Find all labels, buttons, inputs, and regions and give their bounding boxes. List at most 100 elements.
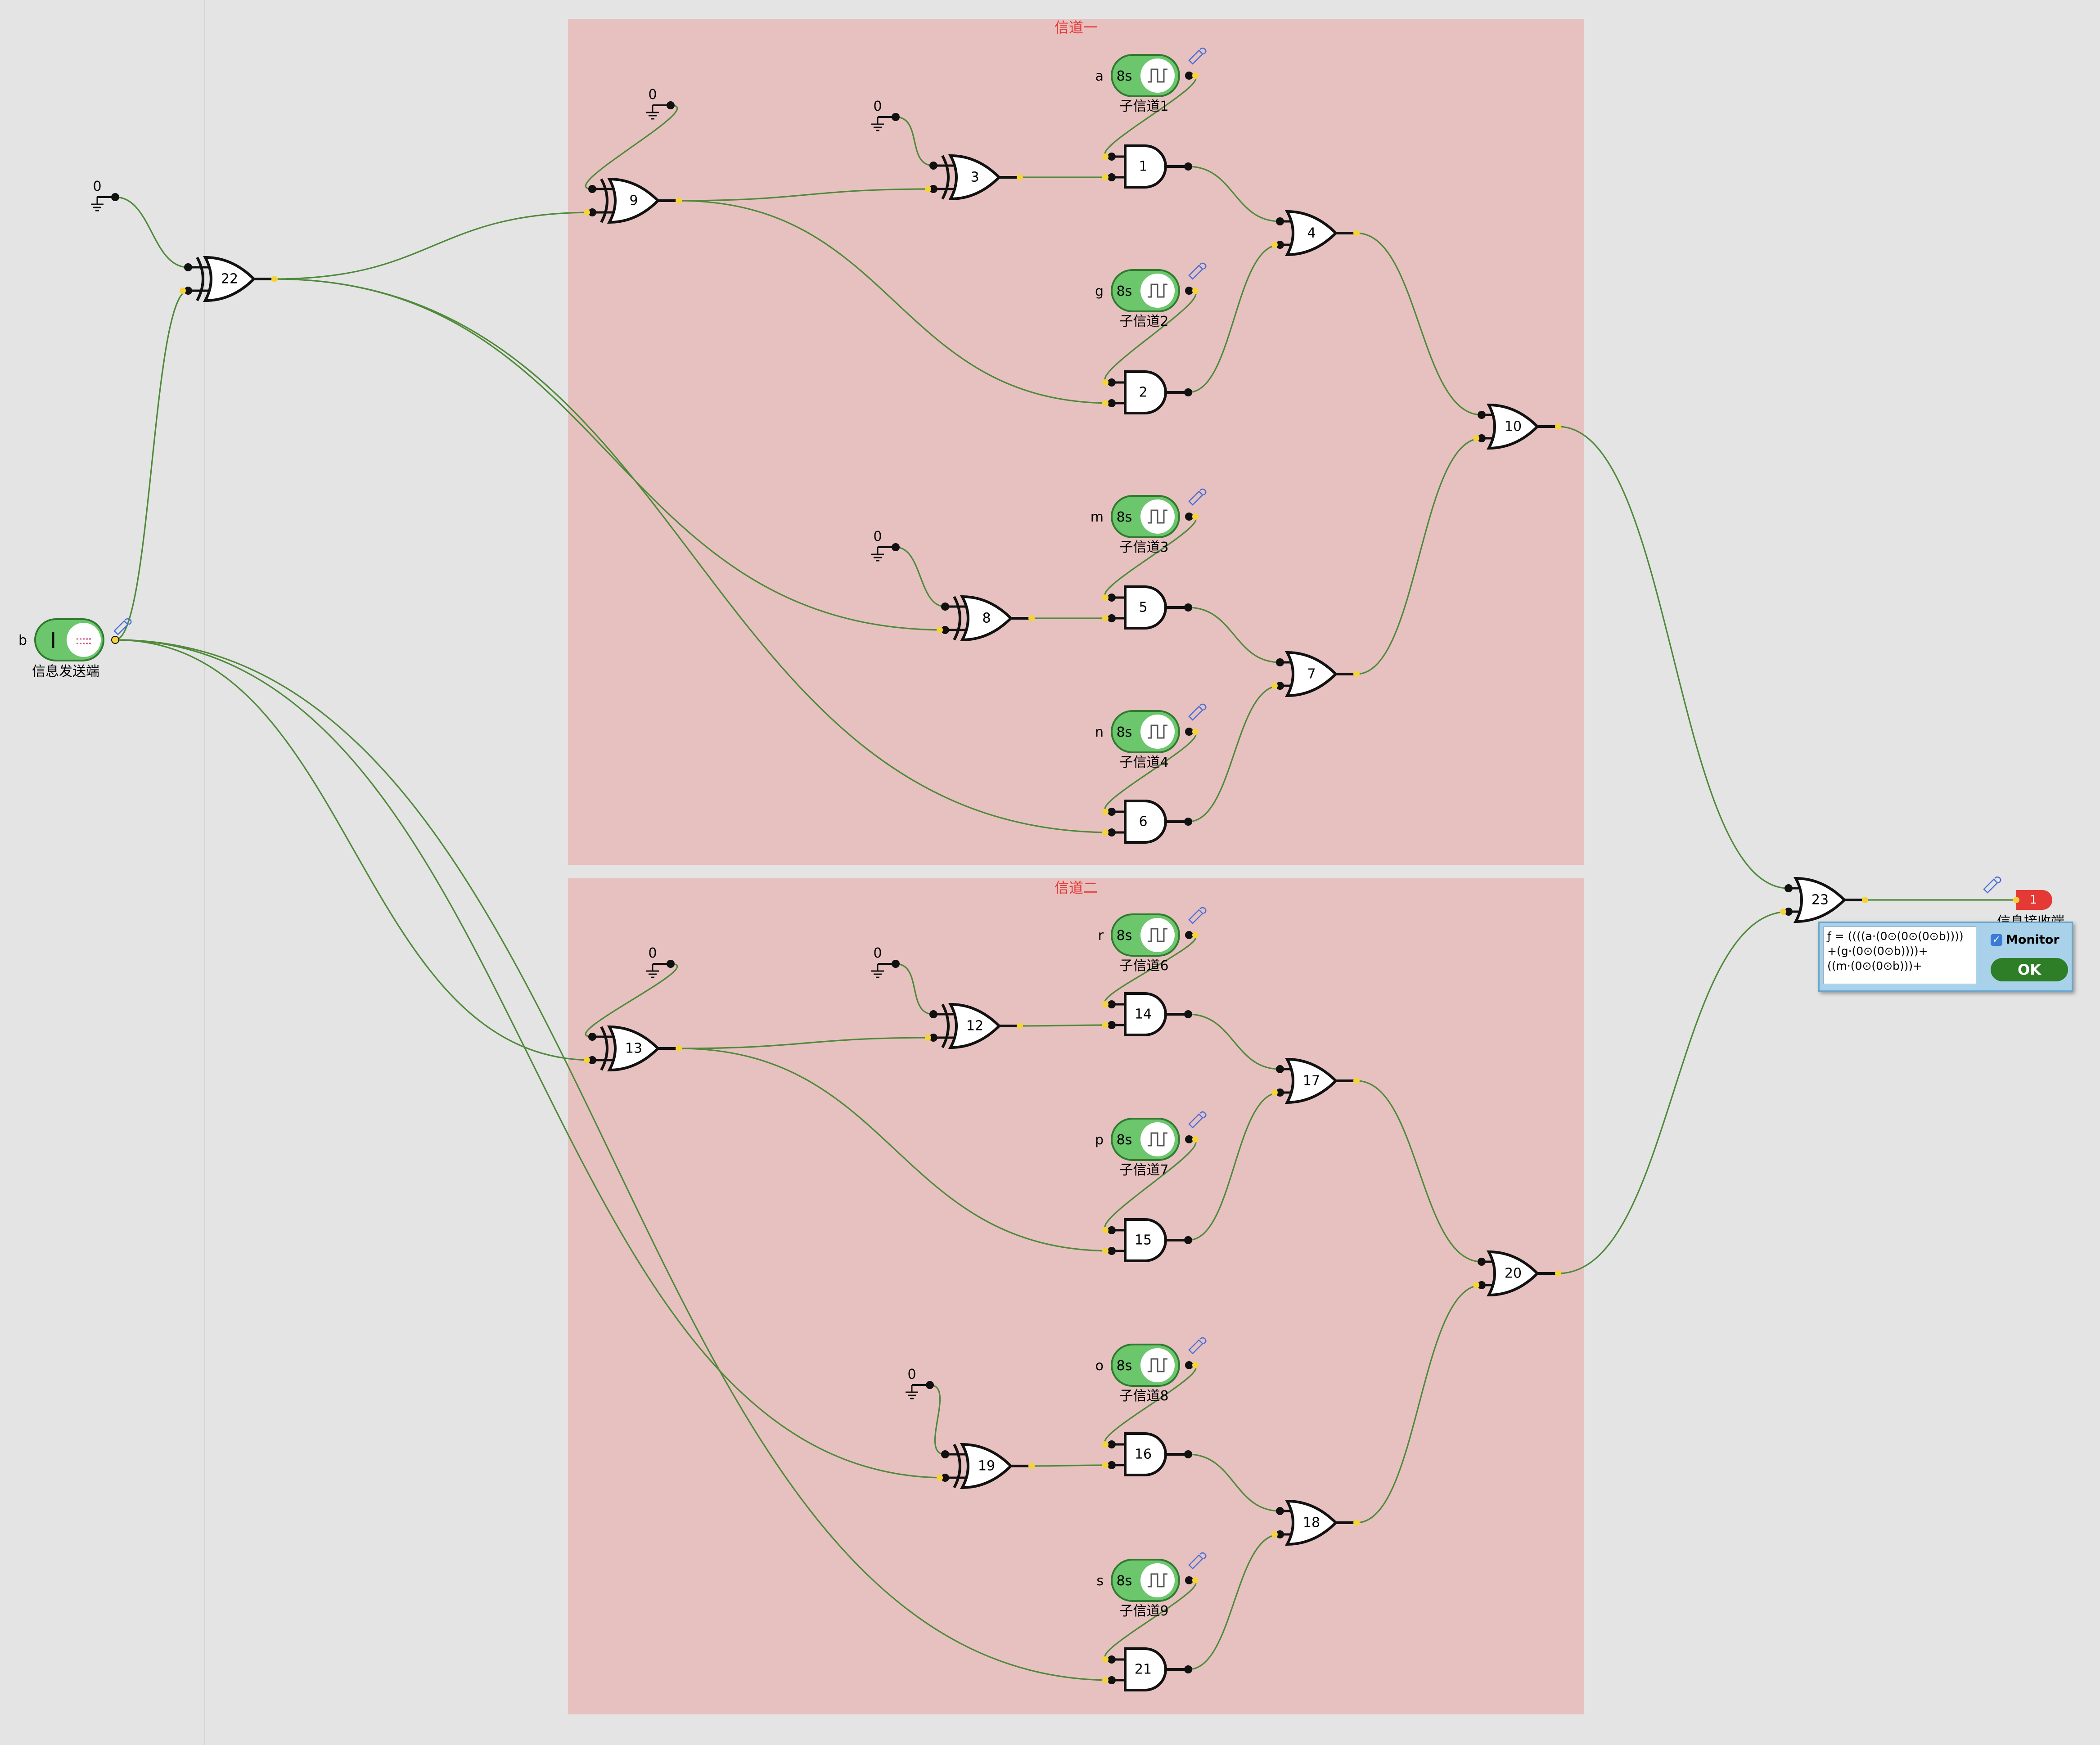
- ground-value: 0: [873, 99, 882, 114]
- clock-name: g: [1095, 283, 1104, 299]
- sender-name: b: [18, 633, 27, 648]
- clock-o[interactable]: 8s o 子信道8: [1095, 1337, 1207, 1404]
- clock-pulse-icon: [1140, 1563, 1175, 1597]
- clock-period: 8s: [1117, 1132, 1132, 1148]
- ground-source[interactable]: 0: [646, 945, 671, 978]
- channel2-region: [568, 878, 1584, 1714]
- clock-g[interactable]: 8s g 子信道2: [1095, 262, 1207, 329]
- gate-or-10[interactable]: 10: [1482, 403, 1558, 450]
- clock-pulse-icon: [1140, 274, 1175, 308]
- gate-or-7[interactable]: 7: [1280, 651, 1356, 697]
- gate-label: 10: [1505, 419, 1522, 435]
- gate-label: 1: [1139, 159, 1147, 175]
- gate-and-5[interactable]: 5: [1112, 585, 1188, 630]
- gate-xor-12[interactable]: 12: [933, 1003, 1020, 1049]
- gate-label: 9: [629, 193, 638, 209]
- gate-label: 2: [1139, 385, 1147, 400]
- clock-period: 8s: [1117, 724, 1132, 740]
- clock-label: 子信道6: [1119, 958, 1168, 974]
- pencil-icon[interactable]: [1188, 262, 1207, 280]
- gate-xor-13[interactable]: 13: [592, 1025, 679, 1072]
- gate-xor-3[interactable]: 3: [933, 154, 1020, 201]
- clock-pulse-icon: [1140, 499, 1175, 534]
- ground-source[interactable]: 0: [871, 99, 896, 131]
- pencil-icon[interactable]: [1188, 488, 1207, 506]
- pencil-icon[interactable]: [1188, 47, 1207, 65]
- clock-m[interactable]: 8s m 子信道3: [1091, 488, 1207, 555]
- expression-popup: ƒ = ((((a·(0⊙(0⊙(0⊙b)))) +(g·(0⊙(0⊙b))))…: [1818, 922, 2073, 992]
- ground-value: 0: [648, 945, 657, 961]
- clock-name: s: [1096, 1573, 1104, 1589]
- expression-line: +(g·(0⊙(0⊙b))))+: [1827, 944, 1928, 958]
- monitor-checkbox[interactable]: ✓: [1991, 934, 2002, 946]
- ok-button[interactable]: OK: [1991, 958, 2068, 981]
- gate-label: 22: [221, 271, 238, 287]
- gate-label: 21: [1135, 1662, 1152, 1678]
- pencil-icon[interactable]: [1188, 1337, 1207, 1354]
- clock-label: 子信道4: [1119, 755, 1168, 770]
- clock-label: 子信道9: [1119, 1603, 1168, 1619]
- gate-label: 15: [1135, 1232, 1152, 1248]
- clock-pulse-icon: [1140, 918, 1175, 952]
- gate-and-21[interactable]: 21: [1112, 1647, 1188, 1691]
- gate-or-4[interactable]: 4: [1280, 210, 1356, 256]
- pencil-icon[interactable]: [1188, 703, 1207, 721]
- clock-period: 8s: [1117, 509, 1132, 525]
- clock-name: m: [1091, 509, 1104, 525]
- gate-label: 20: [1505, 1266, 1522, 1282]
- gate-xor-8[interactable]: 8: [945, 595, 1032, 642]
- ground-source[interactable]: 0: [871, 945, 896, 978]
- clock-name: p: [1095, 1132, 1104, 1148]
- clock-period: 8s: [1117, 283, 1132, 299]
- gate-label: 12: [966, 1018, 983, 1034]
- monitor-toggle[interactable]: ✓ Monitor: [1991, 933, 2059, 947]
- expression-line: ƒ = ((((a·(0⊙(0⊙(0⊙b)))): [1827, 930, 1964, 943]
- clock-pulse-icon: [1140, 1348, 1175, 1382]
- gate-xor-22[interactable]: 22: [188, 256, 275, 302]
- gate-label: 8: [982, 611, 991, 626]
- pencil-icon[interactable]: [113, 618, 132, 635]
- pencil-icon[interactable]: [1188, 1111, 1207, 1129]
- clock-label: 子信道8: [1119, 1388, 1168, 1404]
- ground-source[interactable]: 0: [906, 1367, 930, 1399]
- sender-switch[interactable]: b 信息发送端: [18, 618, 132, 679]
- clock-period: 8s: [1117, 1358, 1132, 1374]
- clock-pulse-icon: [1140, 715, 1175, 749]
- ground-value: 0: [873, 945, 882, 961]
- clock-r[interactable]: 8s r 子信道6: [1098, 907, 1207, 974]
- pencil-icon[interactable]: [1983, 876, 2001, 894]
- clock-pulse-icon: [1140, 1122, 1175, 1156]
- clock-label: 子信道2: [1119, 314, 1168, 329]
- gate-label: 3: [970, 170, 979, 185]
- clock-n[interactable]: 8s n 子信道4: [1095, 703, 1207, 770]
- clock-name: o: [1095, 1358, 1104, 1374]
- pin-layer: [111, 72, 2019, 1684]
- clock-label: 子信道3: [1119, 540, 1168, 555]
- clock-name: r: [1098, 928, 1104, 944]
- gate-xor-9[interactable]: 9: [592, 177, 679, 224]
- receiver-value: 1: [2030, 893, 2037, 907]
- ground-value: 0: [873, 529, 882, 544]
- gate-label: 7: [1307, 666, 1316, 682]
- gate-and-15[interactable]: 15: [1112, 1218, 1188, 1262]
- sender-label: 信息发送端: [32, 664, 99, 679]
- expression-text: ƒ = ((((a·(0⊙(0⊙(0⊙b)))) +(g·(0⊙(0⊙b))))…: [1823, 926, 1976, 984]
- gate-label: 18: [1303, 1515, 1320, 1531]
- clock-pulse-icon: [1140, 58, 1175, 93]
- clock-period: 8s: [1117, 928, 1132, 944]
- pencil-icon[interactable]: [1188, 1552, 1207, 1570]
- channel1-region: [568, 19, 1584, 865]
- gate-label: 23: [1812, 892, 1829, 908]
- gate-and-16[interactable]: 16: [1112, 1432, 1188, 1476]
- ground-value: 0: [907, 1367, 916, 1382]
- gate-label: 16: [1135, 1447, 1152, 1462]
- gate-label: 19: [978, 1458, 995, 1474]
- gate-label: 5: [1139, 600, 1147, 616]
- clock-name: n: [1095, 724, 1104, 740]
- gate-label: 17: [1303, 1073, 1320, 1089]
- pencil-icon[interactable]: [1188, 907, 1207, 924]
- wire-layer: [115, 75, 2016, 1681]
